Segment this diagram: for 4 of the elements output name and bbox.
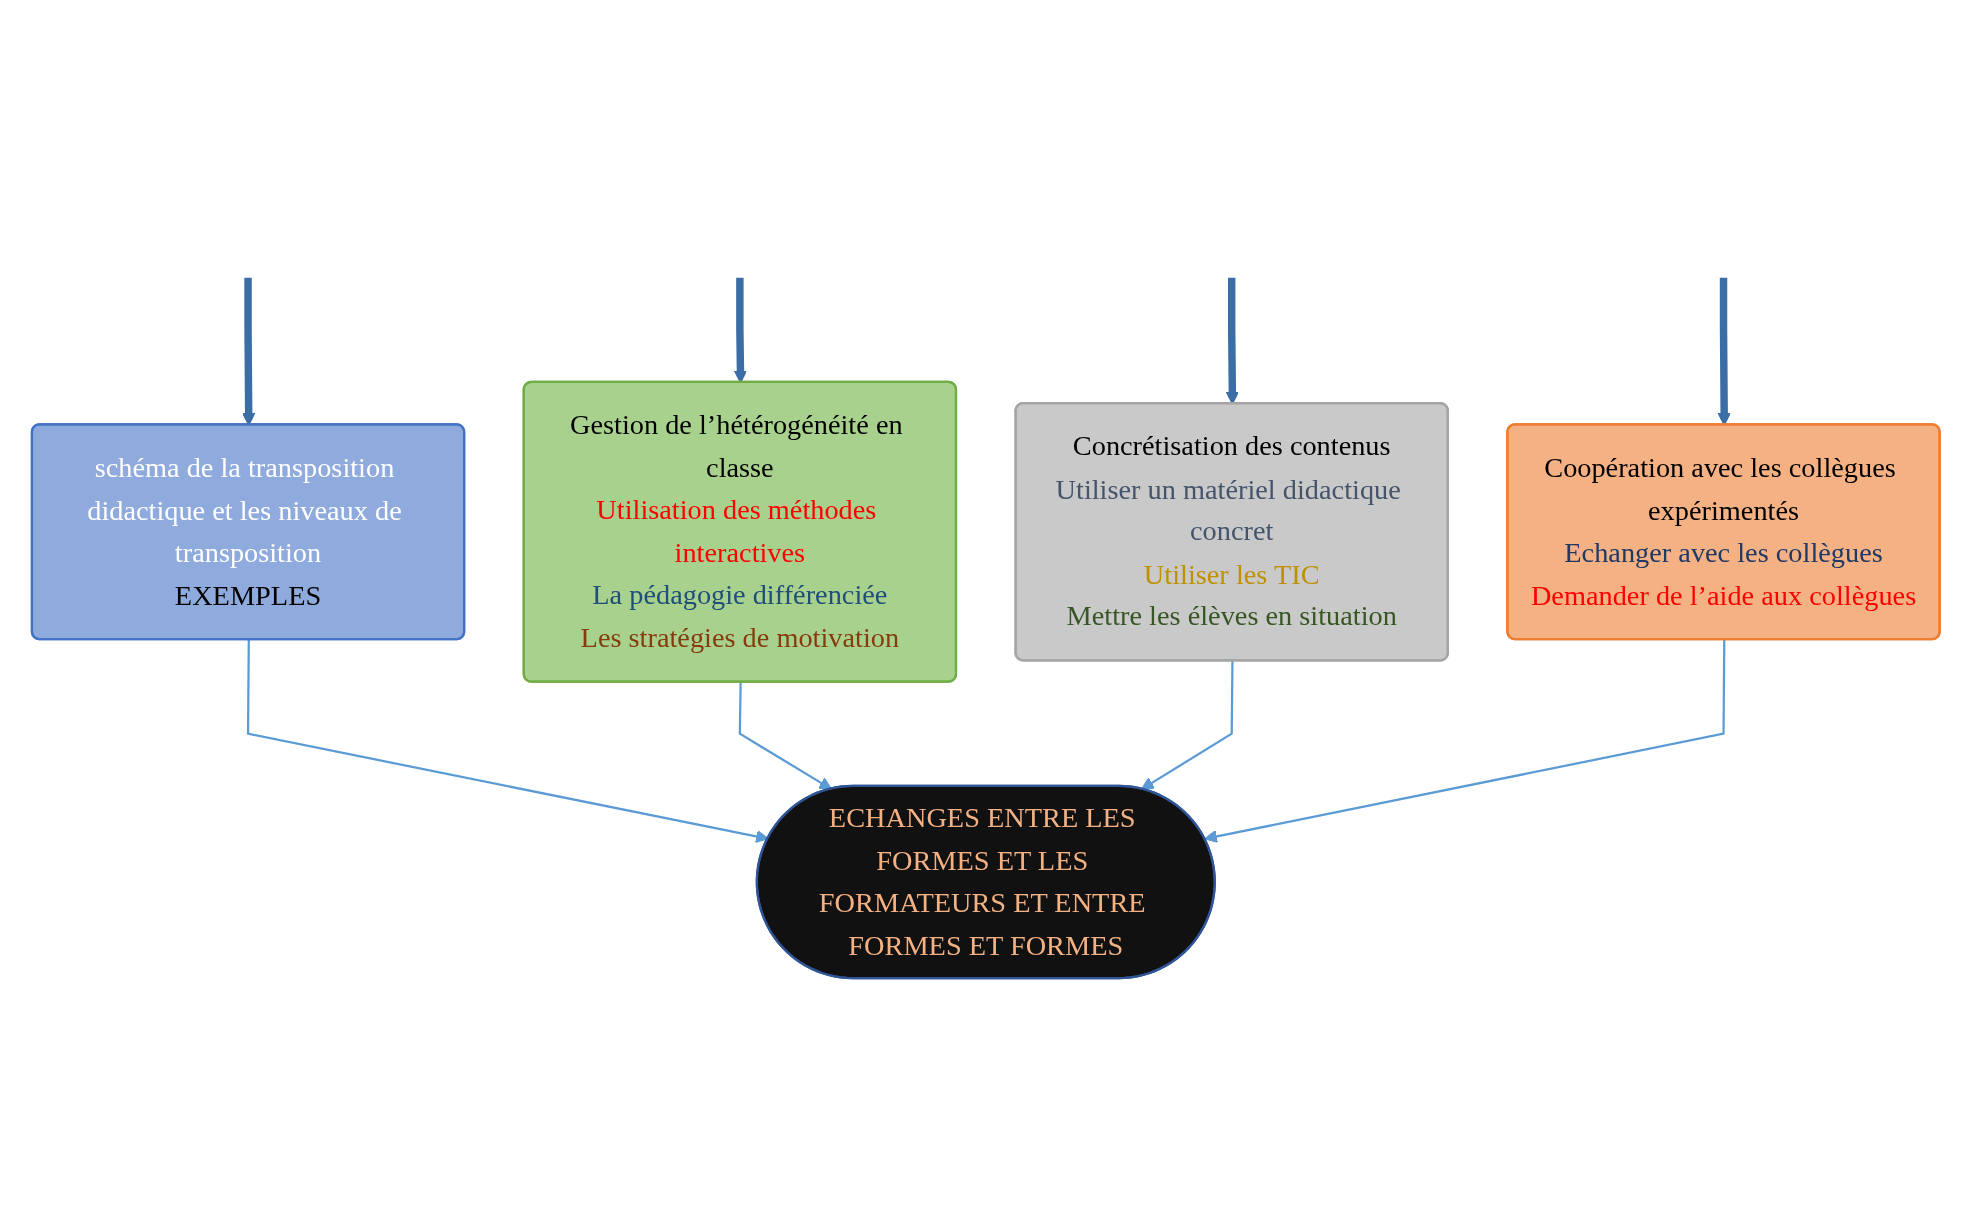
arrow bbox=[738, 682, 832, 791]
arrow bbox=[1140, 661, 1234, 791]
arrow bbox=[1204, 640, 1726, 844]
arrow bbox=[246, 640, 769, 844]
